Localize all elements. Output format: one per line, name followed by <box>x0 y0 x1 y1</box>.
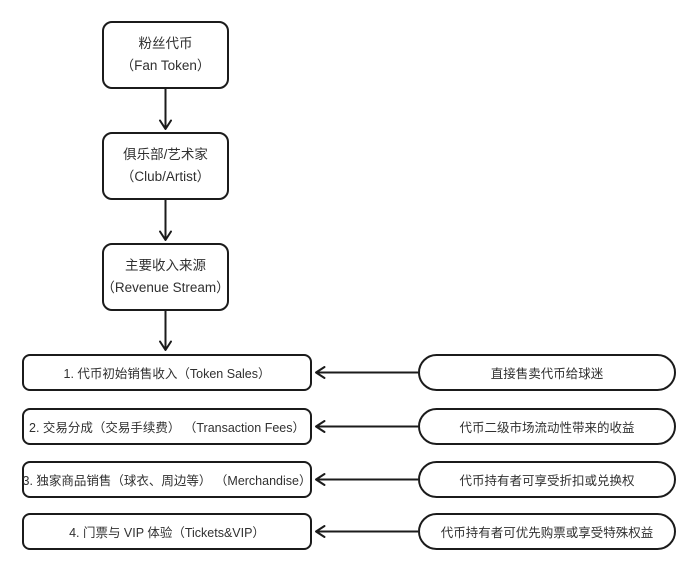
revenue-note-label-2: 代币二级市场流动性带来的收益 <box>459 421 635 435</box>
revenue-note-pill-3: 代币持有者可享受折扣或兑换权 <box>418 461 676 498</box>
revenue-note-label-1: 直接售卖代币给球迷 <box>490 367 604 381</box>
revenue-source-box-2: 2. 交易分成（交易手续费） （Transaction Fees） <box>22 408 312 445</box>
revenue-source-label-1: 1. 代币初始销售收入（Token Sales） <box>63 367 271 381</box>
revenue-source-label-4: 4. 门票与 VIP 体验（Tickets&VIP） <box>69 526 265 540</box>
node-club-artist-title-zh: 俱乐部/艺术家 <box>123 146 208 162</box>
revenue-source-label-3: 3. 独家商品销售（球衣、周边等） （Merchandise） <box>22 474 312 488</box>
node-revenue-stream-title-zh: 主要收入来源 <box>125 257 206 273</box>
node-fan-token-title-zh: 粉丝代币 <box>138 35 193 51</box>
node-club-artist: 俱乐部/艺术家 （Club/Artist） <box>102 132 229 200</box>
revenue-source-box-4: 4. 门票与 VIP 体验（Tickets&VIP） <box>22 513 312 550</box>
revenue-note-pill-1: 直接售卖代币给球迷 <box>418 354 676 391</box>
node-fan-token-title-en: （Fan Token） <box>120 58 211 73</box>
revenue-note-pill-4: 代币持有者可优先购票或享受特殊权益 <box>418 513 676 550</box>
revenue-note-label-3: 代币持有者可享受折扣或兑换权 <box>459 474 635 488</box>
revenue-source-box-1: 1. 代币初始销售收入（Token Sales） <box>22 354 312 391</box>
node-revenue-stream-title-en: （Revenue Stream） <box>101 280 230 295</box>
node-fan-token: 粉丝代币 （Fan Token） <box>102 21 229 89</box>
node-revenue-stream: 主要收入来源 （Revenue Stream） <box>101 243 230 311</box>
revenue-note-label-4: 代币持有者可优先购票或享受特殊权益 <box>440 526 654 540</box>
revenue-source-box-3: 3. 独家商品销售（球衣、周边等） （Merchandise） <box>22 461 312 498</box>
node-club-artist-title-en: （Club/Artist） <box>120 169 211 184</box>
revenue-note-pill-2: 代币二级市场流动性带来的收益 <box>418 408 676 445</box>
revenue-source-label-2: 2. 交易分成（交易手续费） （Transaction Fees） <box>29 421 305 435</box>
